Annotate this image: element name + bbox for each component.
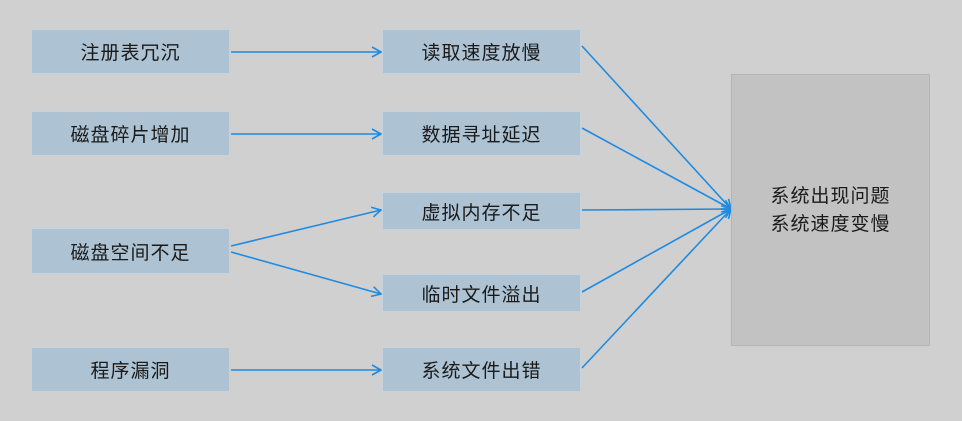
result-box: 系统出现问题 系统速度变慢 <box>731 74 930 346</box>
result-line-1: 系统出现问题 <box>770 185 891 207</box>
effect-to-result-arrow-7 <box>581 203 733 215</box>
effect-box-read-slow: 读取速度放慢 <box>382 29 581 74</box>
effect-box-addressing-delay: 数据寻址延迟 <box>382 111 581 156</box>
effect-to-result-arrow-5 <box>581 45 733 211</box>
cause-box-program-bug: 程序漏洞 <box>31 347 230 392</box>
cause-to-effect-arrow-3 <box>230 251 383 298</box>
cause-label: 程序漏洞 <box>90 360 171 382</box>
effect-label: 数据寻址延迟 <box>421 124 542 146</box>
result-line-2: 系统速度变慢 <box>770 213 891 235</box>
effect-box-temp-overflow: 临时文件溢出 <box>382 274 581 312</box>
cause-to-effect-arrow-2 <box>230 206 383 247</box>
arrow-group <box>230 45 733 376</box>
effect-label: 系统文件出错 <box>421 360 542 382</box>
effect-box-system-file-error: 系统文件出错 <box>382 347 581 392</box>
cause-box-fragmentation: 磁盘碎片增加 <box>31 111 230 156</box>
cause-label: 磁盘碎片增加 <box>70 124 191 146</box>
effect-box-virtual-memory: 虚拟内存不足 <box>382 192 581 230</box>
cause-box-registry: 注册表冗沉 <box>31 29 230 74</box>
cause-label: 磁盘空间不足 <box>70 241 191 264</box>
effect-to-result-arrow-6 <box>581 127 733 210</box>
effect-label: 临时文件溢出 <box>421 283 542 306</box>
effect-to-result-arrow-9 <box>581 207 733 369</box>
effect-to-result-arrow-8 <box>581 208 733 293</box>
effect-label: 读取速度放慢 <box>421 42 542 64</box>
cause-label: 注册表冗沉 <box>80 42 181 64</box>
effect-label: 虚拟内存不足 <box>421 201 542 224</box>
cause-box-disk-space: 磁盘空间不足 <box>31 228 230 274</box>
